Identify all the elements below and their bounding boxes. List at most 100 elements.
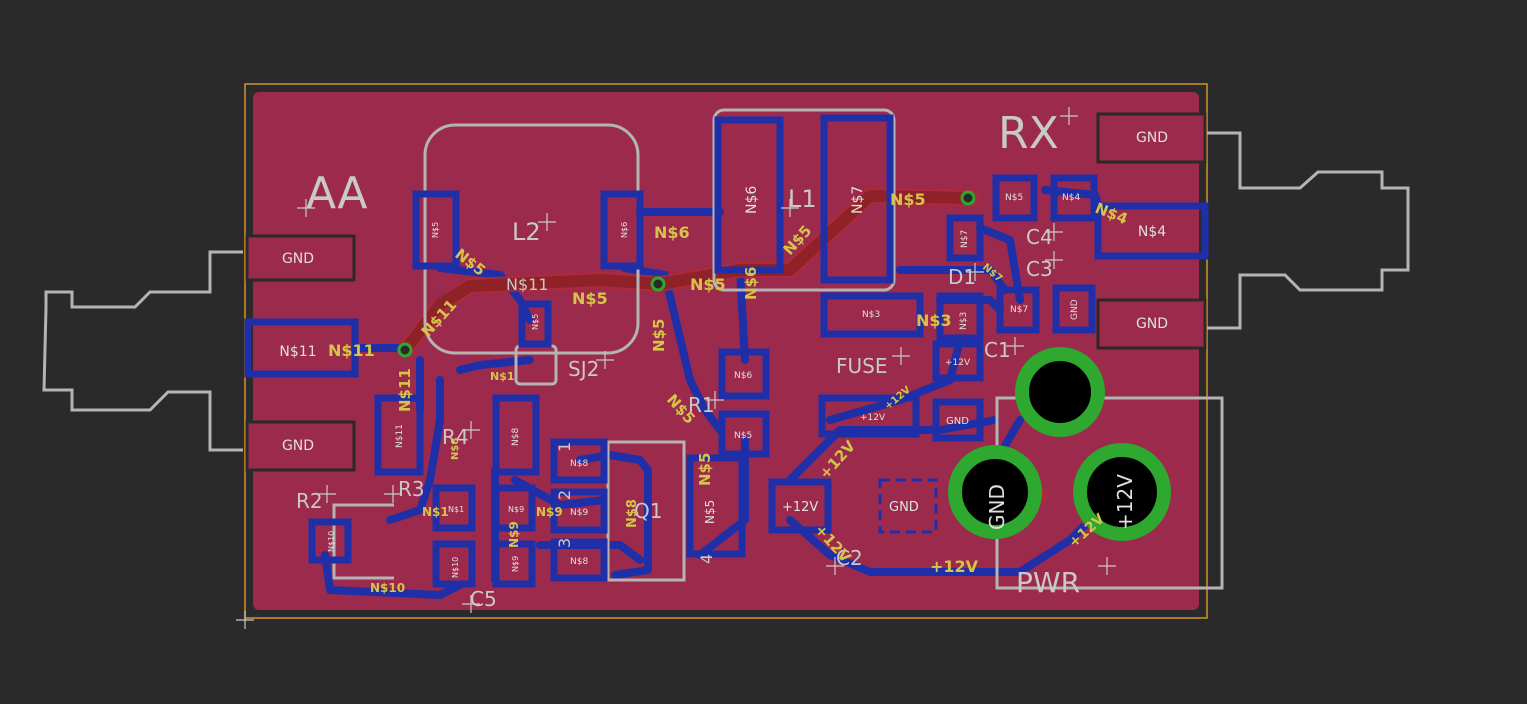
- d1-pad-top: [946, 214, 984, 262]
- ref-l2[interactable]: L2: [512, 218, 541, 246]
- pwr-pad-12v-label: +12V: [1113, 474, 1137, 530]
- sj2-pad-label: N$5: [531, 314, 540, 330]
- c4-pad-top: [992, 174, 1038, 222]
- q1-pad-2: [550, 488, 608, 534]
- net-label-n11-a: N$11: [328, 341, 375, 360]
- q1-pad-tab-label: N$5: [703, 500, 717, 524]
- q1-outline: [606, 440, 686, 582]
- rx-connector-outline: [1207, 131, 1410, 330]
- rx-pad-gnd-bottom[interactable]: GND: [1136, 316, 1168, 332]
- via-1: [397, 342, 413, 358]
- c5-pad-top-label: N$9: [508, 505, 524, 514]
- q1-pad-1-label: N$8: [570, 459, 588, 469]
- pwr-hole: [1015, 347, 1105, 437]
- q1-pin-1: 1: [555, 442, 574, 452]
- ref-c4[interactable]: C4: [1026, 225, 1053, 249]
- c3-pad-gnd-label: GND: [1070, 299, 1080, 320]
- r4-pad-left-label: N$11: [395, 424, 405, 448]
- net-label-n6-b: N$6: [742, 267, 760, 300]
- fuse-pad-gnd: [932, 398, 984, 442]
- ref-aa[interactable]: AA: [306, 168, 367, 219]
- net-label-n10: N$10: [370, 581, 405, 595]
- via-3: [960, 190, 976, 206]
- aa-connector-outline: [42, 250, 243, 452]
- l1-pad-right-label: N$7: [850, 186, 866, 214]
- r2-pad-label: N$10: [327, 531, 336, 552]
- r3-pad-label: N$1: [448, 505, 464, 514]
- d1-pad-bottom: [936, 292, 984, 342]
- r4-pad-left: [374, 394, 424, 476]
- aa-pad-gnd-bottom[interactable]: GND: [282, 438, 314, 454]
- rx-pad-n4[interactable]: N$4: [1138, 224, 1166, 240]
- l2-pad-right-label: N$6: [620, 222, 629, 238]
- ref-l1[interactable]: L1: [788, 185, 817, 213]
- net-label-n8: N$8: [625, 499, 640, 528]
- r2-pad: [308, 518, 352, 564]
- c4-pad-right: [1050, 174, 1098, 222]
- net-label-n8-b: N$8: [450, 438, 461, 460]
- fuse-pad-top-label: +12V: [945, 358, 971, 368]
- r2-outline: [332, 503, 394, 580]
- pwr-pad-gnd: [948, 445, 1042, 539]
- ref-r4[interactable]: R4: [442, 425, 469, 449]
- net-label-n5-b: N$5: [572, 289, 608, 308]
- via-2: [650, 276, 666, 292]
- c4-pad-top-label: N$5: [1005, 193, 1023, 203]
- pwr-pad-gnd-label: GND: [985, 484, 1009, 530]
- ref-d1[interactable]: D1: [948, 265, 976, 289]
- rx-pad-gnd-top[interactable]: GND: [1136, 130, 1168, 146]
- r4-pad-right: [492, 394, 540, 476]
- r1-pad-top-label: N$6: [734, 371, 752, 381]
- c5-pad-bottom: [492, 540, 536, 588]
- ref-c1[interactable]: C1: [984, 338, 1011, 362]
- ref-r3[interactable]: R3: [398, 477, 425, 501]
- net-label-n9-a: N$9: [536, 505, 563, 519]
- l2-pad-left-label: N$5: [431, 222, 440, 238]
- r1-pad-bottom: [718, 410, 770, 458]
- q1-pin-4: 4: [697, 554, 716, 564]
- ref-r2[interactable]: R2: [296, 489, 323, 513]
- ref-r1[interactable]: R1: [688, 393, 715, 417]
- q1-pin-3: 3: [555, 538, 574, 548]
- c5-pad-bottom-label: N$9: [511, 556, 520, 572]
- net-label-n5-d: N$5: [650, 319, 668, 352]
- aa-pads: GND N$11 GND: [244, 234, 359, 472]
- net-label-n6-a: N$6: [654, 223, 690, 242]
- l1-pad-right: [820, 114, 894, 284]
- c3-pad-gnd: [1052, 284, 1096, 334]
- net-label-n5-c: N$5: [690, 275, 726, 294]
- c2-pad-12v: [768, 478, 832, 534]
- fuse-pad-left-label: +12V: [860, 413, 886, 423]
- aa-pad-n11[interactable]: N$11: [279, 344, 316, 360]
- c2-pad-gnd-label: GND: [889, 500, 919, 515]
- d1-pad-top-label: N$7: [960, 230, 970, 248]
- r4-pad-right-label: N$8: [511, 428, 521, 446]
- q1-pad-2-label: N$9: [570, 508, 588, 518]
- r1-pad-bottom-label: N$5: [734, 431, 752, 441]
- c4-pad-small-label: N$7: [1010, 305, 1028, 315]
- r3-pad2: [432, 540, 476, 588]
- ref-fuse[interactable]: FUSE: [836, 354, 887, 378]
- ref-pwr[interactable]: PWR: [1016, 566, 1080, 599]
- net-label-n1-b: N$1: [490, 370, 515, 383]
- net-label-n9-b: N$9: [507, 521, 521, 548]
- ref-c3[interactable]: C3: [1026, 257, 1053, 281]
- net-label-n11-b: N$11: [506, 275, 549, 294]
- origin-markers: [236, 107, 1116, 629]
- net-label-n3: N$3: [916, 311, 952, 330]
- r1-pad-top: [718, 348, 770, 400]
- ref-rx[interactable]: RX: [998, 108, 1059, 159]
- ref-c5[interactable]: C5: [470, 587, 497, 611]
- aa-pad-gnd-top[interactable]: GND: [282, 251, 314, 267]
- d1-pad-left-label: N$3: [862, 310, 880, 320]
- l2-pad-right: [600, 190, 644, 270]
- ref-sj2[interactable]: SJ2: [568, 357, 599, 381]
- fuse-pad-gnd-label: GND: [946, 416, 969, 427]
- ref-q1[interactable]: Q1: [634, 499, 662, 523]
- q1-pin-2: 2: [555, 490, 574, 500]
- fuse-pad-left: [818, 394, 920, 438]
- d1-pad-bottom-label: N$3: [959, 312, 969, 330]
- q1-pad-tab: [686, 454, 746, 558]
- c2-pad-gnd: [878, 478, 938, 534]
